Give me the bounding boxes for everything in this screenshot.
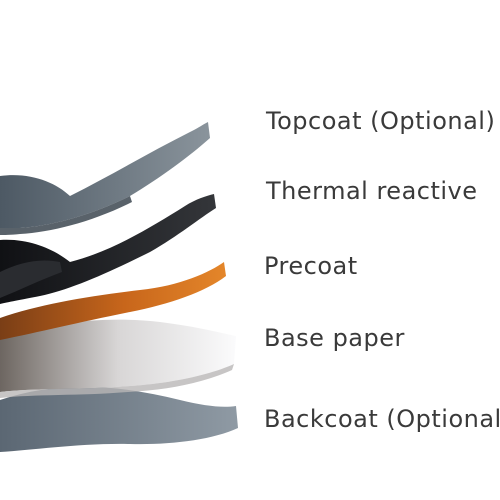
label-thermal-reactive: Thermal reactive xyxy=(266,177,478,205)
label-base-paper: Base paper xyxy=(264,324,405,352)
precoat-layer xyxy=(0,262,226,340)
topcoat-layer xyxy=(0,122,210,228)
label-backcoat: Backcoat (Optional) xyxy=(264,405,500,433)
base-paper-layer xyxy=(0,319,236,392)
thermal-reactive-layer xyxy=(0,194,216,304)
label-precoat: Precoat xyxy=(264,252,358,280)
label-topcoat: Topcoat (Optional) xyxy=(266,107,496,135)
backcoat-layer xyxy=(0,386,238,452)
